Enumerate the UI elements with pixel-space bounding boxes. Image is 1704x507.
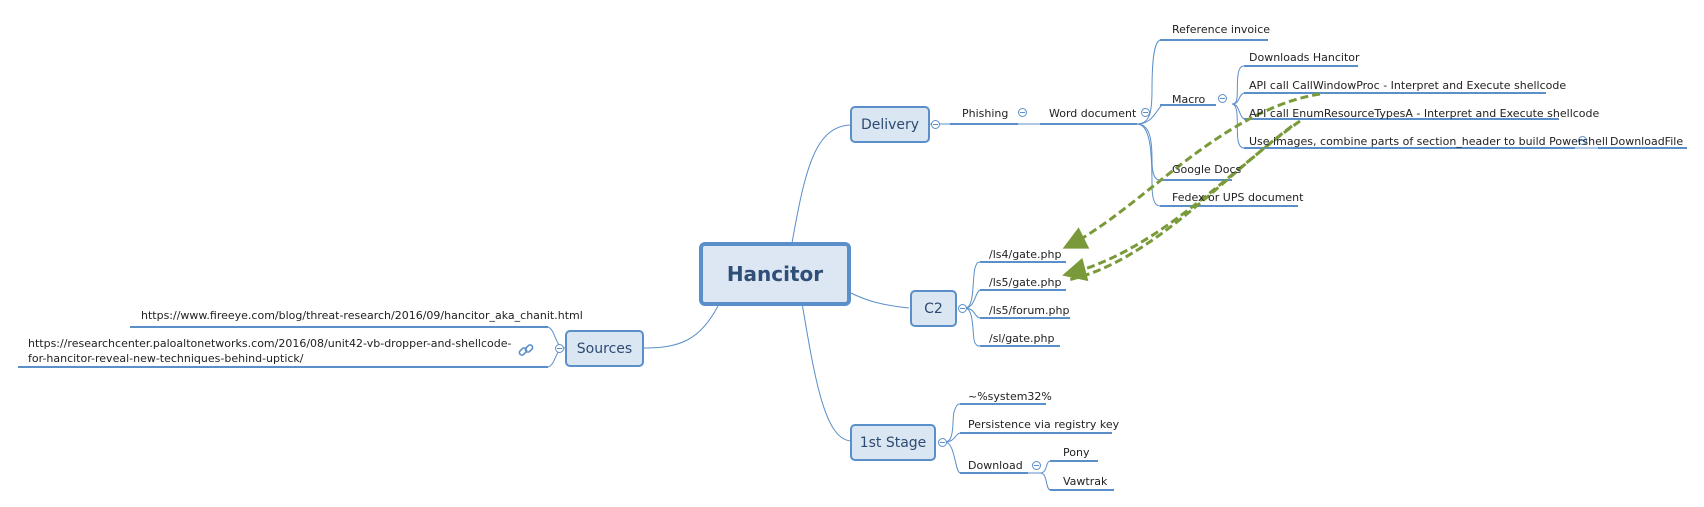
c2-item-ls4-gate[interactable]: /ls4/gate.php — [989, 248, 1062, 261]
reference-invoice-node[interactable]: Reference invoice — [1172, 23, 1271, 36]
first-stage-node[interactable]: 1st Stage — [850, 424, 936, 461]
download-node[interactable]: Download — [968, 459, 1023, 472]
macro-item-downloads-hancitor[interactable]: Downloads Hancitor — [1249, 51, 1360, 64]
sources-collapse-toggle[interactable] — [555, 344, 564, 353]
c2-node[interactable]: C2 — [910, 290, 957, 327]
delivery-collapse-toggle[interactable] — [931, 120, 940, 129]
source-paloalto-link[interactable]: https://researchcenter.paloaltonetworks.… — [28, 337, 512, 365]
vawtrak-node[interactable]: Vawtrak — [1063, 475, 1108, 488]
relationship-arrows — [1062, 92, 1321, 282]
fedex-ups-node[interactable]: Fedex or UPS document — [1172, 191, 1304, 204]
central-connectors — [643, 124, 910, 442]
delivery-label: Delivery — [860, 116, 920, 133]
sources-label: Sources — [576, 340, 633, 357]
system32-node[interactable]: ~%system32% — [968, 390, 1052, 403]
macro-item-callwindowproc[interactable]: API call CallWindowProc - Interpret and … — [1249, 79, 1567, 92]
macro-item-enumresourcetypesa[interactable]: API call EnumResourceTypesA - Interpret … — [1249, 107, 1600, 120]
persistence-node[interactable]: Persistence via registry key — [968, 418, 1120, 431]
c2-item-ls5-forum[interactable]: /ls5/forum.php — [989, 304, 1070, 317]
first-stage-collapse-toggle[interactable] — [938, 438, 947, 447]
powershell-collapse-toggle[interactable] — [1578, 136, 1587, 145]
c2-item-sl-gate[interactable]: /sl/gate.php — [989, 332, 1055, 345]
macro-node[interactable]: Macro — [1172, 93, 1206, 106]
link-icon[interactable] — [517, 341, 535, 359]
delivery-node[interactable]: Delivery — [850, 106, 930, 143]
delivery-connectors — [929, 39, 1687, 207]
word-document-collapse-toggle[interactable] — [1141, 108, 1150, 117]
macro-collapse-toggle[interactable] — [1218, 94, 1227, 103]
phishing-node[interactable]: Phishing — [962, 107, 1009, 120]
pony-node[interactable]: Pony — [1063, 446, 1090, 459]
sources-node[interactable]: Sources — [565, 330, 644, 367]
phishing-collapse-toggle[interactable] — [1018, 108, 1027, 117]
download-file-node[interactable]: DownloadFile — [1610, 135, 1684, 148]
central-node[interactable]: Hancitor — [699, 242, 851, 306]
central-node-label: Hancitor — [726, 262, 824, 286]
word-document-node[interactable]: Word document — [1049, 107, 1137, 120]
source-fireeye-link[interactable]: https://www.fireeye.com/blog/threat-rese… — [141, 309, 583, 322]
c2-connectors — [964, 261, 1070, 347]
c2-item-ls5-gate[interactable]: /ls5/gate.php — [989, 276, 1062, 289]
google-docs-node[interactable]: Google Docs — [1172, 163, 1242, 176]
first-stage-connectors — [944, 403, 1114, 491]
macro-item-powershell[interactable]: Use images, combine parts of section_hea… — [1249, 135, 1608, 148]
first-stage-label: 1st Stage — [859, 434, 927, 451]
download-collapse-toggle[interactable] — [1032, 461, 1041, 470]
c2-collapse-toggle[interactable] — [958, 304, 967, 313]
c2-label: C2 — [924, 300, 943, 317]
